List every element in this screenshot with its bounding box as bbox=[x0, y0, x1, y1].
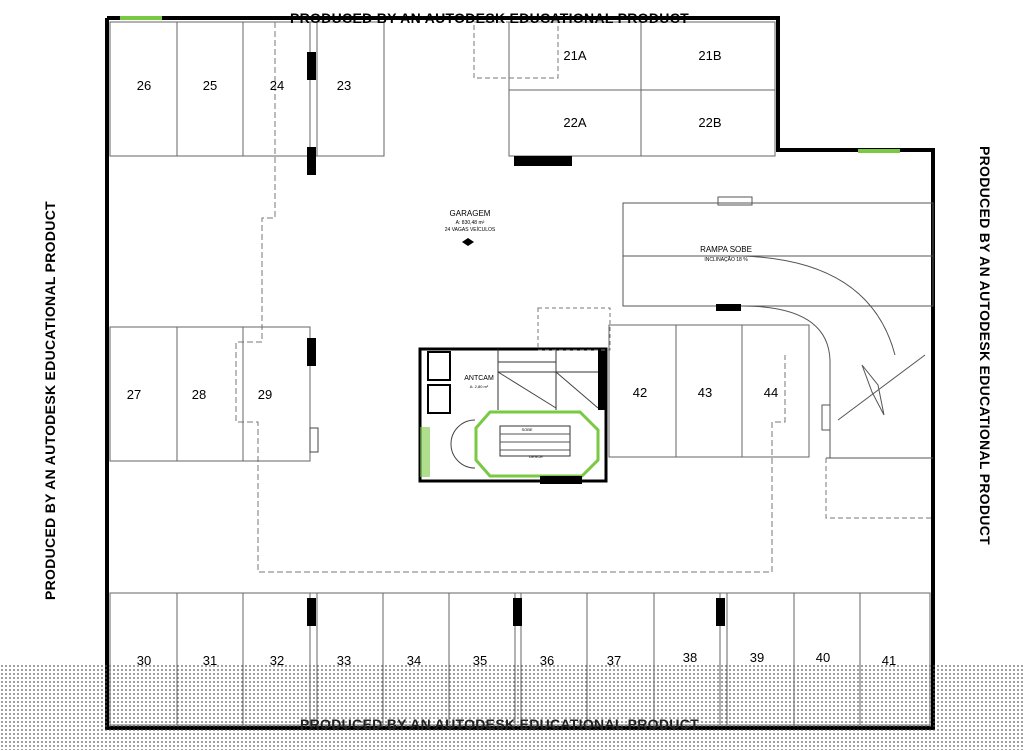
parking-space-22b: 22B bbox=[698, 115, 721, 130]
parking-space-39: 39 bbox=[750, 650, 764, 665]
stair-core bbox=[418, 347, 608, 484]
antcam-title: ANTCAM bbox=[464, 375, 494, 382]
parking-block-top-left bbox=[109, 21, 385, 157]
parking-space-40: 40 bbox=[816, 650, 830, 665]
column bbox=[716, 304, 741, 311]
column bbox=[514, 156, 572, 166]
parking-block-right bbox=[608, 324, 810, 458]
column bbox=[307, 52, 316, 80]
watermark-right: PRODUCED BY AN AUTODESK EDUCATIONAL PROD… bbox=[977, 146, 993, 545]
antcam-area: A: 2,80 m² bbox=[470, 384, 489, 389]
watermark-left: PRODUCED BY AN AUTODESK EDUCATIONAL PROD… bbox=[42, 201, 58, 600]
dashed-outline bbox=[473, 21, 559, 79]
column bbox=[309, 427, 319, 453]
ramp-title: RAMPA SOBE bbox=[700, 245, 752, 254]
dither-noise bbox=[0, 664, 1024, 750]
parking-space-29: 29 bbox=[258, 387, 272, 402]
column bbox=[307, 147, 316, 175]
parking-space-27: 27 bbox=[127, 387, 141, 402]
column bbox=[716, 598, 725, 626]
garage-title: GARAGEM bbox=[450, 209, 491, 218]
parking-space-25: 25 bbox=[203, 78, 217, 93]
stair-up-label: SOBE bbox=[521, 427, 532, 432]
parking-space-44: 44 bbox=[764, 385, 778, 400]
column bbox=[307, 598, 316, 626]
ramp bbox=[622, 196, 934, 519]
watermark-bottom: PRODUCED BY AN AUTODESK EDUCATIONAL PROD… bbox=[300, 716, 699, 732]
parking-space-24: 24 bbox=[270, 78, 284, 93]
garage-area: A: 830,48 m² bbox=[456, 220, 485, 226]
parking-space-26: 26 bbox=[137, 78, 151, 93]
window-marker bbox=[858, 149, 900, 153]
parking-space-21b: 21B bbox=[698, 48, 721, 63]
level-marker-icon bbox=[462, 238, 474, 246]
window-marker bbox=[120, 16, 162, 20]
ramp-slope: INCLINAÇÃO 18 % bbox=[704, 256, 748, 263]
stair-down-label: DESCE bbox=[529, 454, 543, 459]
parking-space-43: 43 bbox=[698, 385, 712, 400]
dashed-outline bbox=[537, 307, 611, 351]
watermark-top: PRODUCED BY AN AUTODESK EDUCATIONAL PROD… bbox=[290, 10, 689, 26]
column bbox=[513, 598, 522, 626]
parking-block-top-right bbox=[508, 21, 776, 157]
parking-space-42: 42 bbox=[633, 385, 647, 400]
garage-capacity: 24 VAGAS VEÍCULOS bbox=[445, 226, 496, 233]
column bbox=[307, 338, 316, 366]
parking-block-left bbox=[109, 326, 311, 462]
parking-space-22a: 22A bbox=[563, 115, 586, 130]
parking-space-28: 28 bbox=[192, 387, 206, 402]
dashed-outline bbox=[235, 22, 786, 573]
parking-space-21a: 21A bbox=[563, 48, 586, 63]
parking-space-23: 23 bbox=[337, 78, 351, 93]
parking-space-38: 38 bbox=[683, 650, 697, 665]
